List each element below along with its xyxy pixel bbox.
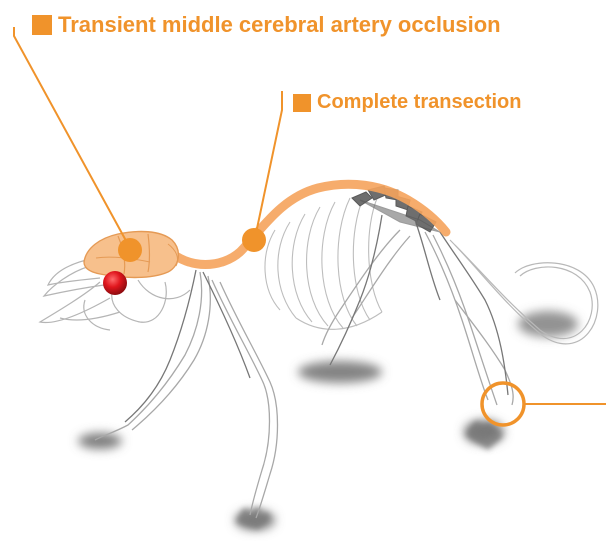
- shadow-tail: [518, 311, 578, 337]
- rib-cage: [265, 196, 382, 329]
- shadow-front-paw: [78, 433, 122, 449]
- spinal-marker-dot: [242, 228, 266, 252]
- lesion-dot-icon: [103, 271, 127, 295]
- annotation-transection-text: Complete transection: [317, 91, 521, 114]
- callout-lines: [14, 27, 606, 404]
- brain-marker-dot: [118, 238, 142, 262]
- callout-line-tmcao: [14, 27, 130, 248]
- ground-shadows: [78, 311, 578, 530]
- paw-circle-icon: [482, 383, 524, 425]
- shadow-body: [298, 361, 382, 383]
- nerves: [125, 215, 508, 422]
- paw-prints: [236, 421, 502, 529]
- annotation-tmcao-text: Transient middle cerebral artery occlusi…: [58, 12, 501, 38]
- annotation-tmcao: Transient middle cerebral artery occlusi…: [32, 12, 501, 38]
- square-marker-icon: [32, 15, 52, 35]
- square-marker-icon: [293, 94, 311, 112]
- annotation-transection: Complete transection: [293, 91, 521, 114]
